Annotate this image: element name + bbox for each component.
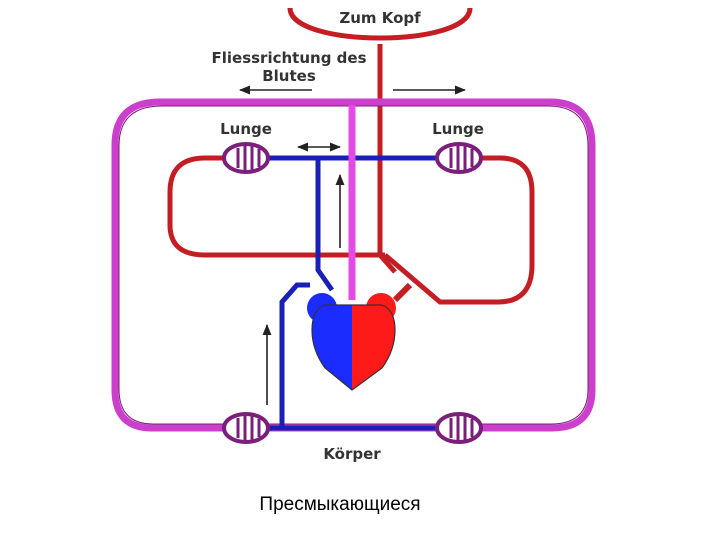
heart [307,293,396,391]
body-capillary-left [222,412,270,444]
pulmonary-loop-right [383,155,535,305]
heart-right-half [352,305,395,390]
caption: Пресмыкающиеся [259,494,421,515]
body-capillary-right [435,412,483,444]
lung-capillary-left [222,142,270,174]
heart-outline [311,304,396,391]
label-lung-left: Lunge [220,120,272,138]
pulmonary-loop-left [167,155,385,258]
label-flow-direction-2: Blutes [262,67,316,85]
systemic-loop-inner-edge [118,105,589,425]
lung-capillary-right [435,142,483,174]
venous-return-vessel [279,282,310,428]
pulmonary-trunk [315,160,335,292]
head-loop-vessel [287,7,473,41]
label-body: Körper [323,445,381,463]
heart-left-atrium [307,293,337,323]
label-lung-right: Lunge [432,120,484,138]
heart-right-atrium [366,293,396,323]
label-head: Zum Kopf [339,9,421,27]
systemic-loop-vessel [111,98,596,432]
heart-left-half [312,305,352,390]
aorta-right-branch [392,282,413,303]
label-flow-direction-1: Fliessrichtung des [212,49,367,67]
